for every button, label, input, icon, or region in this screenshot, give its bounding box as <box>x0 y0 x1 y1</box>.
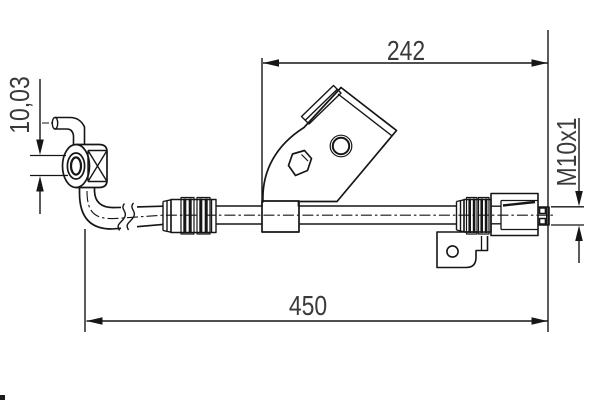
dimension-242 <box>261 30 549 332</box>
fitting-hex-shade <box>502 200 536 207</box>
bracket-hole <box>331 136 351 156</box>
mounting-sleeve <box>261 200 300 233</box>
dimension-450 <box>84 229 548 332</box>
dimension-bore-10-03 <box>30 79 68 214</box>
dim-label-450: 450 <box>288 290 328 321</box>
dim-label-m10x1: M10x1 <box>551 117 582 187</box>
crimp-collar-left <box>162 196 217 235</box>
end-bracket <box>436 231 489 269</box>
bracket-hole-outer <box>329 134 353 158</box>
arrowhead-down <box>36 139 44 155</box>
thread-notch-top <box>538 207 547 215</box>
fitting-nut <box>490 192 539 237</box>
banjo-cross-box <box>87 149 108 183</box>
end-bracket-hole <box>446 245 459 258</box>
bracket-keyhole-notch <box>301 154 309 162</box>
arrowhead-right <box>531 59 548 67</box>
bleeder-tube-end <box>51 116 59 130</box>
banjo-body <box>76 143 108 189</box>
thread-end <box>538 206 550 226</box>
bracket-tab <box>300 84 342 125</box>
thread-notch-bottom <box>538 217 547 225</box>
arrowhead-down <box>575 191 583 207</box>
banjo-eye-counterbore <box>66 152 86 180</box>
banjo-eye-bore <box>69 156 83 176</box>
dim-label-10-03: 10,03 <box>4 76 35 134</box>
dim-label-242: 242 <box>386 35 426 66</box>
arrowhead-left <box>263 59 279 67</box>
elbow-inner <box>93 187 115 209</box>
corner-mark <box>0 395 5 400</box>
bleeder-tube <box>55 116 86 145</box>
bracket-flange-edge <box>337 93 392 137</box>
mid-bracket <box>262 84 398 207</box>
break-symbol <box>117 202 135 231</box>
end-fitting <box>490 192 550 237</box>
elbow-outer <box>78 187 112 230</box>
arrowhead-left <box>86 317 103 325</box>
hose <box>111 202 457 231</box>
bracket-outline <box>262 86 398 207</box>
arrowhead-up <box>36 176 44 192</box>
banjo-eye-outer <box>61 143 91 189</box>
fitting-hex-flats <box>500 199 538 231</box>
arrowhead-up <box>575 225 583 241</box>
banjo-fitting <box>51 116 115 230</box>
bracket-keyhole <box>287 149 313 177</box>
dimension-thread-m10x1 <box>551 118 584 263</box>
arrowhead-right <box>531 317 548 325</box>
